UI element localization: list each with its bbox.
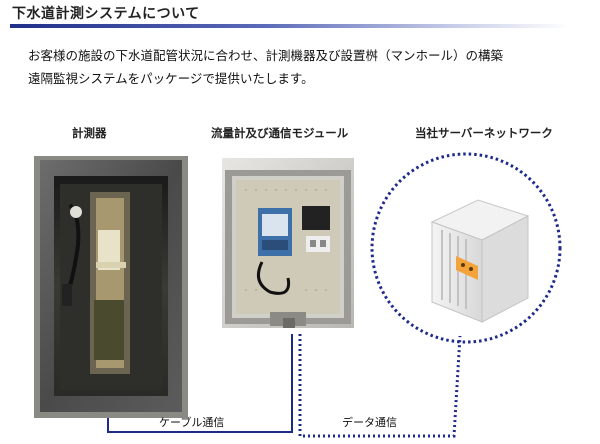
page-title: 下水道計測システムについて [12, 6, 200, 22]
cable-communication-label: ケーブル通信 [159, 416, 225, 429]
title-underline-bar [10, 24, 570, 28]
server-label: 当社サーバーネットワーク [415, 126, 553, 140]
description-line-1: お客様の施設の下水道配管状況に合わせ、計測機器及び設置桝（マンホール）の構築 [28, 48, 504, 63]
data-communication-label: データ通信 [342, 416, 397, 429]
description-line-2: 遠隔監視システムをパッケージで提供いたします。 [28, 71, 314, 86]
description: お客様の施設の下水道配管状況に合わせ、計測機器及び設置桝（マンホール）の構築 遠… [28, 44, 588, 90]
device-label: 計測器 [72, 126, 107, 140]
module-label: 流量計及び通信モジュール [211, 126, 349, 140]
